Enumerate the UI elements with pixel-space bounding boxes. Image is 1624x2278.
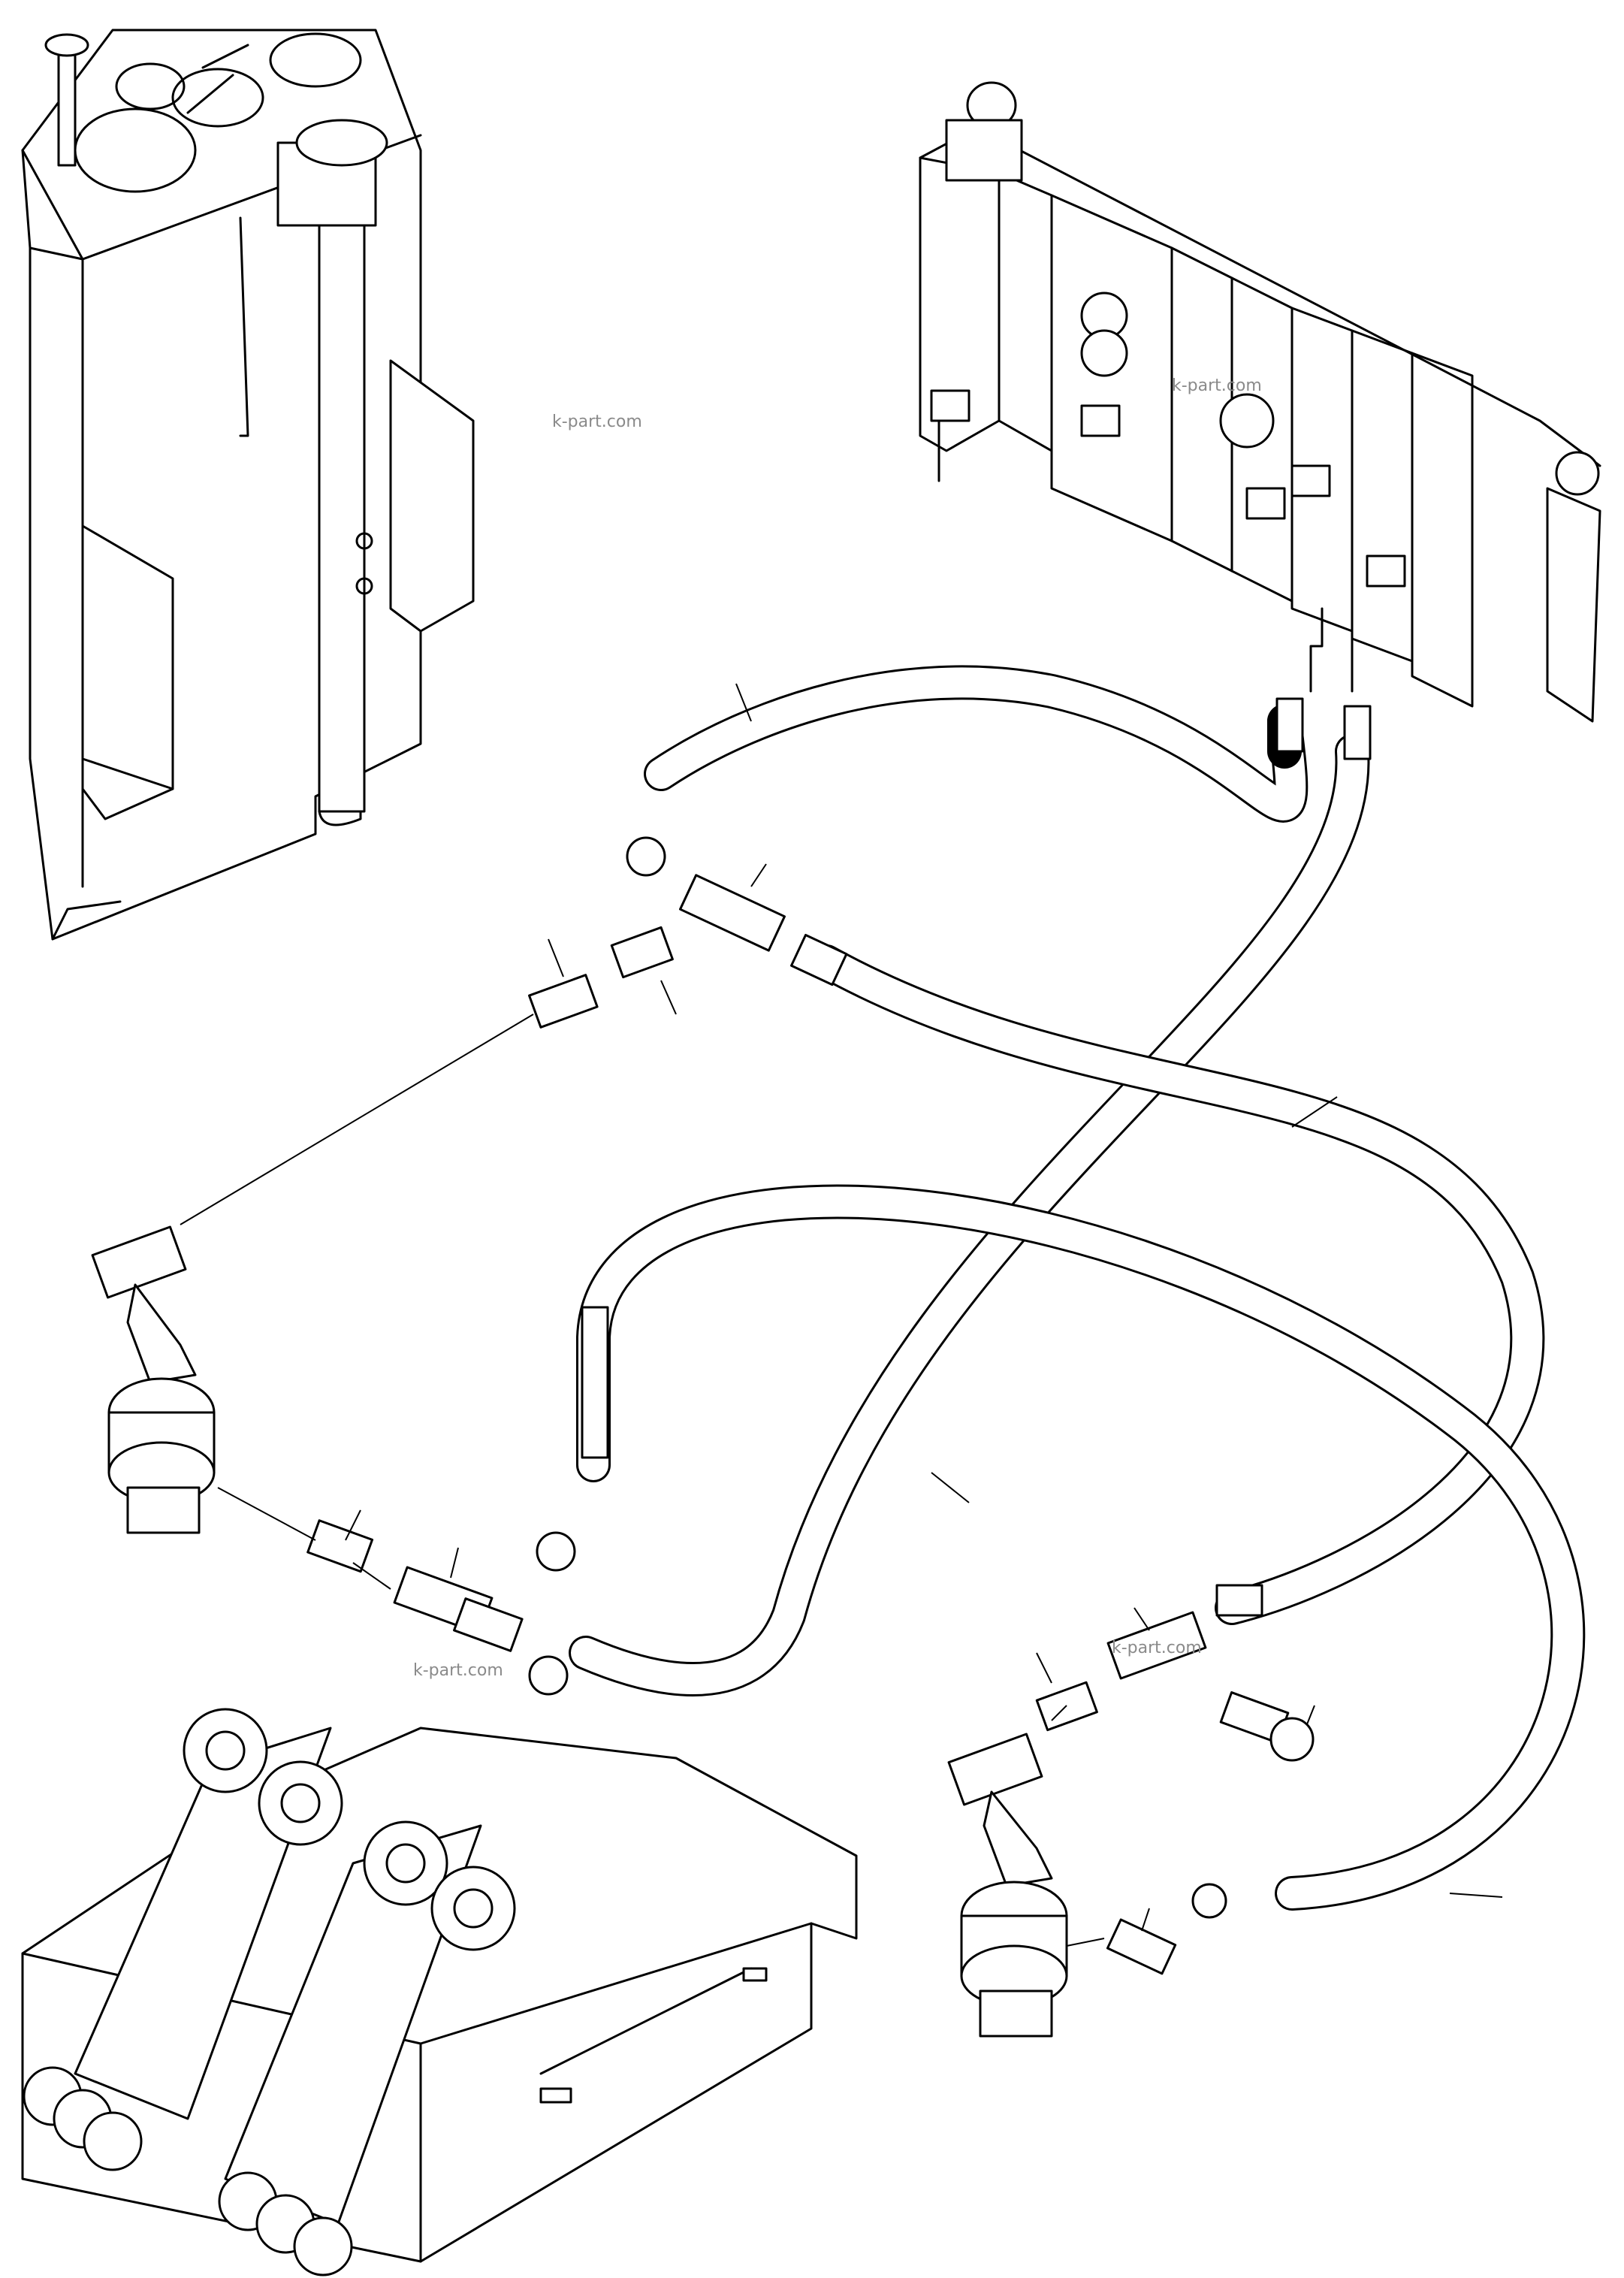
watermark-2: k-part.com: [1172, 376, 1262, 395]
watermark-3: k-part.com: [413, 1661, 503, 1680]
work-equipment-frame: [21, 1708, 858, 2276]
hydraulic-hoses: [569, 665, 1586, 1911]
control-valve-block: [919, 81, 1601, 723]
leader-lines: [180, 683, 1503, 1947]
hydraulic-tank: [21, 29, 475, 941]
pilot-component-right: [947, 1733, 1068, 2038]
watermark-4: k-part.com: [1112, 1639, 1202, 1657]
fittings: [306, 836, 1315, 1975]
pilot-component-left: [91, 1225, 216, 1534]
watermark-1: k-part.com: [552, 412, 642, 431]
